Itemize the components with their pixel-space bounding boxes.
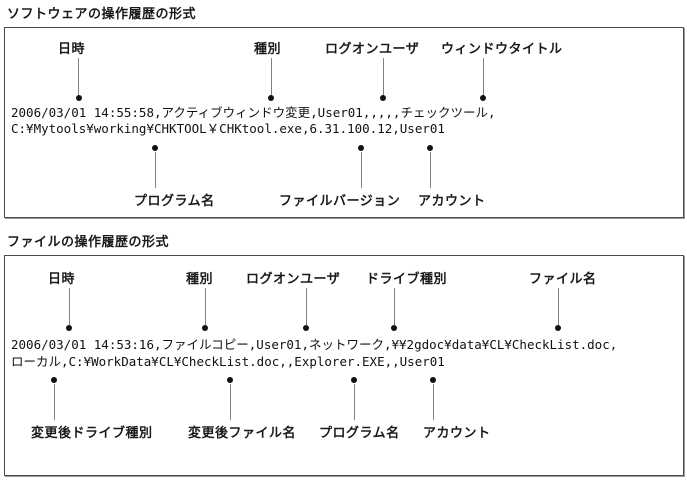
- leader-line: [430, 152, 431, 188]
- annotation-dot: [358, 145, 364, 151]
- annotation-label-drive-type: ドライブ種別: [366, 272, 448, 287]
- annotation-dot: [391, 325, 397, 331]
- annotation-label-logon-user: ログオンユーザ: [325, 42, 420, 57]
- annotation-label-program-name: プログラム名: [134, 194, 215, 209]
- leader-line: [306, 288, 307, 325]
- annotation-label-account: アカウント: [423, 426, 491, 441]
- annotation-label-datetime: 日時: [58, 42, 86, 57]
- annotation-label-type: 種別: [186, 272, 214, 287]
- annotation-label-program-name: プログラム名: [319, 426, 400, 441]
- annotation-label-file-name: ファイル名: [529, 272, 597, 287]
- annotation-label-logon-user: ログオンユーザ: [246, 272, 341, 287]
- leader-line: [433, 384, 434, 420]
- annotation-dot: [380, 95, 386, 101]
- annotation-label-window-title: ウィンドウタイトル: [441, 42, 563, 57]
- leader-line: [361, 152, 362, 188]
- annotation-label-file-name-after: 変更後ファイル名: [188, 426, 297, 441]
- annotation-dot: [202, 325, 208, 331]
- leader-line: [54, 384, 55, 420]
- leader-line: [558, 288, 559, 325]
- annotation-dot: [268, 95, 274, 101]
- leader-line: [383, 58, 384, 96]
- annotation-dot: [76, 95, 82, 101]
- annotation-label-account: アカウント: [418, 194, 486, 209]
- log-line-1: 2006/03/01 14:53:16,ファイルコピー,User01,ネットワー…: [11, 337, 618, 352]
- leader-line: [205, 288, 206, 325]
- leader-line: [483, 58, 484, 96]
- annotation-dot: [351, 377, 357, 383]
- annotation-label-type: 種別: [254, 42, 282, 57]
- section2-format-box: 日時 種別 ログオンユーザ ドライブ種別 ファイル名 2006/03/01 14…: [4, 255, 684, 476]
- annotation-dot: [427, 145, 433, 151]
- leader-line: [230, 384, 231, 420]
- annotation-dot: [227, 377, 233, 383]
- section2-title: ファイルの操作履歴の形式: [7, 235, 170, 250]
- log-line-2: ローカル,C:¥WorkData¥CL¥CheckList.doc,,Explo…: [11, 354, 445, 369]
- leader-line: [394, 288, 395, 325]
- log-line-2: C:¥Mytools¥working¥CHKTOOL￥CHKtool.exe,6…: [11, 121, 445, 136]
- annotation-dot: [555, 325, 561, 331]
- annotation-dot: [51, 377, 57, 383]
- annotation-dot: [430, 377, 436, 383]
- annotation-label-file-version: ファイルバージョン: [279, 194, 401, 209]
- annotation-label-datetime: 日時: [48, 272, 76, 287]
- annotation-dot: [480, 95, 486, 101]
- leader-line: [69, 288, 70, 325]
- leader-line: [271, 58, 272, 96]
- log-line-1: 2006/03/01 14:55:58,アクティブウィンドウ変更,User01,…: [11, 105, 496, 120]
- section1-title: ソフトウェアの操作履歴の形式: [7, 7, 197, 22]
- annotation-dot: [303, 325, 309, 331]
- annotation-dot: [152, 145, 158, 151]
- leader-line: [78, 58, 79, 96]
- leader-line: [354, 384, 355, 420]
- leader-line: [155, 152, 156, 188]
- section1-format-box: 日時 種別 ログオンユーザ ウィンドウタイトル 2006/03/01 14:55…: [4, 27, 684, 218]
- annotation-label-drive-type-after: 変更後ドライブ種別: [31, 426, 153, 441]
- annotation-dot: [66, 325, 72, 331]
